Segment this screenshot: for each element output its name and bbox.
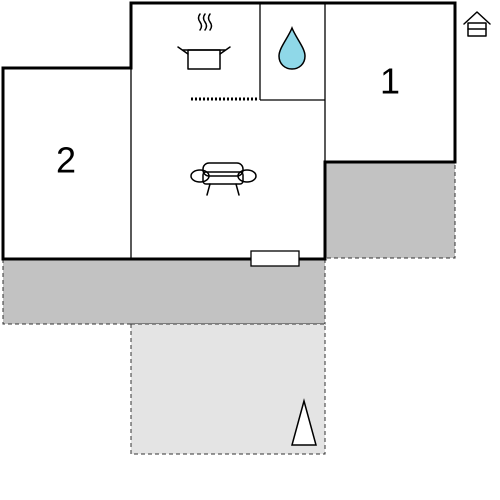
sofa-icon (190, 162, 257, 196)
room-1-label: 1 (380, 61, 400, 102)
outer-walls (1, 1, 457, 261)
terrace-right (324, 161, 456, 259)
north-arrow-icon (291, 398, 317, 446)
home-icon (463, 11, 491, 37)
terrace-garden (130, 323, 326, 455)
water-drop-icon (278, 25, 306, 70)
room-2-label: 2 (56, 140, 76, 181)
terrace-front (2, 258, 326, 325)
entrance-door (250, 250, 300, 267)
cooking-pot-icon (177, 13, 231, 70)
